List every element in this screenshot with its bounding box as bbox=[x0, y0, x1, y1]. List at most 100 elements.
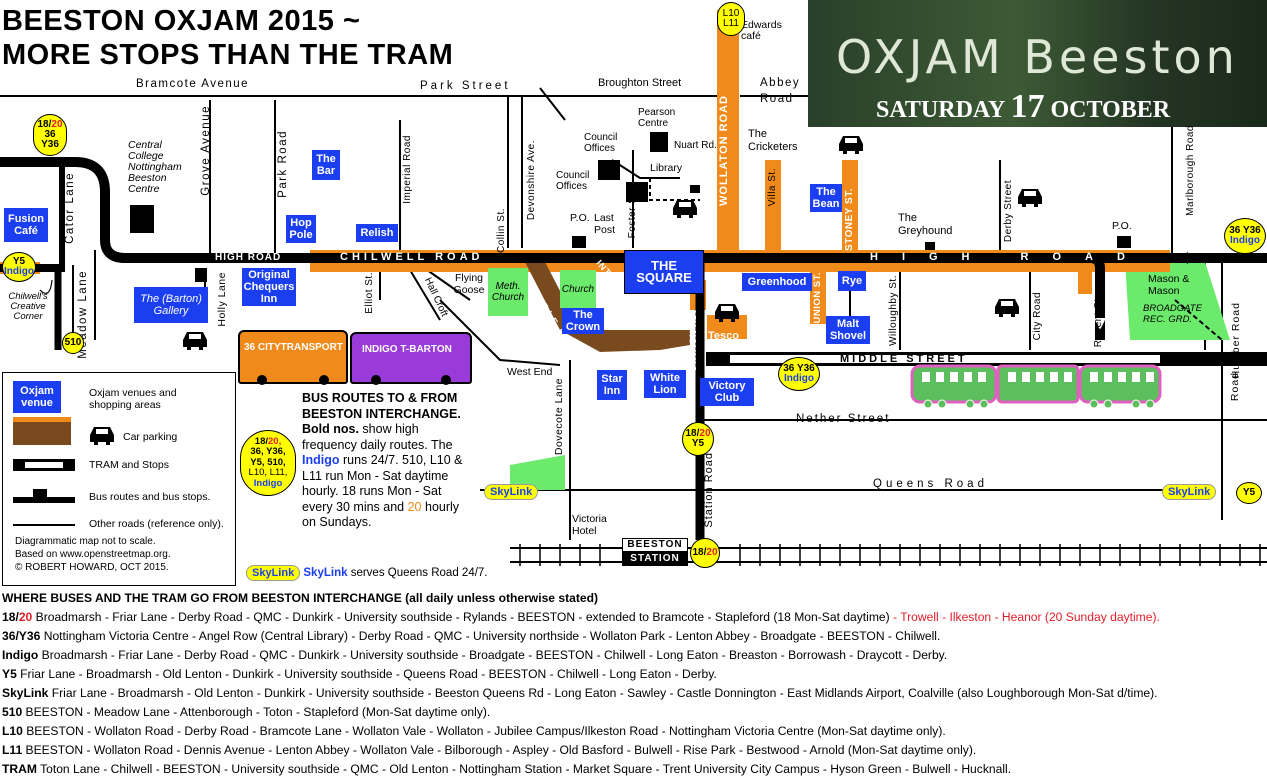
label-derby-street: Derby Street bbox=[1003, 180, 1014, 243]
bus-stop-nw[interactable]: 18/20 36 Y36 bbox=[33, 114, 67, 156]
route-row: Indigo Broadmarsh - Friar Lane - Derby R… bbox=[2, 646, 1264, 665]
legend-parking-text: Car parking bbox=[123, 431, 178, 443]
place-central-college: Central College Nottingham Beeston Centr… bbox=[128, 139, 182, 195]
route-number: SkyLink bbox=[2, 686, 49, 700]
bus-stop-510[interactable]: 510 bbox=[62, 332, 84, 354]
banner-date-month: OCTOBER bbox=[1050, 97, 1171, 123]
label-road-fragment: Road bbox=[1229, 372, 1241, 402]
info-text-2: runs 24/7. 510, L10 & L11 run Mon - Sat … bbox=[302, 453, 463, 514]
stop-station-top-line-2: Y5 bbox=[691, 438, 705, 449]
place-cricketers: The Cricketers bbox=[748, 128, 798, 153]
beeston-station: BEESTON STATION bbox=[622, 538, 688, 566]
bus-stop-l10-l11[interactable]: L10 L11 bbox=[717, 2, 745, 36]
label-station-rd: STATION RD. bbox=[688, 310, 698, 372]
bus-stop-y5-west[interactable]: Y5 Indigo bbox=[2, 252, 36, 282]
station-name-line-1: BEESTON bbox=[623, 539, 687, 551]
bus-stop-station-top[interactable]: 18/20 Y5 bbox=[682, 422, 714, 456]
venue-star-inn[interactable]: Star Inn bbox=[597, 370, 627, 400]
bus-stop-symbols bbox=[195, 185, 1131, 282]
bus-stop-east[interactable]: 36 Y36 Indigo bbox=[1224, 218, 1266, 254]
stop-mid-line-1: 36 Y36 bbox=[783, 363, 815, 374]
route-description-sunday: - Trowell - Ilkeston - Heanor (20 Sunday… bbox=[889, 610, 1160, 624]
venue-hop-pole[interactable]: Hop Pole bbox=[286, 215, 316, 243]
route-row: 510 BEESTON - Meadow Lane - Attenborough… bbox=[2, 703, 1264, 722]
venue-white-lion[interactable]: White Lion bbox=[644, 370, 686, 398]
label-holly-lane: Holly Lane bbox=[216, 272, 228, 327]
citytransport-bus-label: 36 CITYTRANSPORT bbox=[244, 342, 343, 353]
route-number: 510 bbox=[2, 705, 23, 719]
place-library: Library bbox=[650, 162, 683, 174]
route-description: Nottingham Victoria Centre - Angel Row (… bbox=[40, 629, 941, 643]
stop-mid-line-2: Indigo bbox=[784, 373, 814, 384]
label-west-end: West End bbox=[507, 366, 553, 378]
legend-note-1: Diagrammatic map not to scale. bbox=[15, 536, 156, 547]
route-number: 18/ bbox=[2, 610, 19, 624]
bus-stop-middle-street[interactable]: 36 Y36 Indigo bbox=[778, 357, 820, 391]
the-square[interactable]: THE SQUARE bbox=[624, 250, 704, 294]
badge-line-1: 18/ bbox=[254, 435, 268, 447]
route-description: Friar Lane - Broadmarsh - Old Lenton - D… bbox=[16, 667, 717, 681]
legend-bus-swatch bbox=[13, 497, 75, 503]
route-row: TRAM Toton Lane - Chilwell - BEESTON - U… bbox=[2, 760, 1264, 779]
route-description: Friar Lane - Broadmarsh - Old Lenton - D… bbox=[48, 686, 1158, 700]
label-humber-road: Humber Road bbox=[1230, 302, 1242, 379]
label-elliot-st: Elliot St. bbox=[364, 272, 375, 314]
label-dovecote-lane: Dovecote Lane bbox=[553, 378, 565, 456]
place-chilwell-creative-corner: Chilwell's Creative Corner bbox=[8, 291, 48, 322]
banner-date-day: 17 bbox=[1010, 88, 1045, 125]
badge-line-5: Indigo bbox=[253, 477, 283, 489]
label-park-road: Park Road bbox=[277, 130, 289, 198]
venue-greenhood[interactable]: Greenhood bbox=[742, 273, 812, 291]
legend-tram-swatch bbox=[13, 459, 75, 471]
stop-station-bottom-line-1b: 20 bbox=[706, 547, 718, 558]
bus-stop-station-bottom[interactable]: 18/20 bbox=[690, 538, 720, 568]
route-description: Broadmarsh - Friar Lane - Derby Road - Q… bbox=[32, 610, 890, 624]
place-mason-and-mason: Mason & Mason bbox=[1148, 273, 1190, 297]
legend-bus-stop-marker bbox=[33, 489, 47, 497]
legend-shopping-swatch bbox=[13, 417, 71, 445]
label-city-road: City Road bbox=[1032, 292, 1043, 341]
venue-original-chequers-inn[interactable]: Original Chequers Inn bbox=[242, 268, 296, 306]
route-number: 36/Y36 bbox=[2, 629, 41, 643]
banner-date: SATURDAY 17 OCTOBER bbox=[876, 88, 1170, 126]
label-park-street: Park Street bbox=[420, 80, 511, 92]
stop-nw-line-1: 18/ bbox=[37, 119, 52, 130]
car-park-icon bbox=[839, 136, 863, 154]
label-union-st: UNION ST. bbox=[812, 272, 823, 324]
route-row: L10 BEESTON - Wollaton Road - Derby Road… bbox=[2, 722, 1264, 741]
venue-the-crown[interactable]: The Crown bbox=[562, 308, 604, 334]
venue-malt-shovel[interactable]: Malt Shovel bbox=[826, 316, 870, 344]
label-collin-st: Collin St. bbox=[496, 208, 507, 254]
venue-victory-club[interactable]: Victory Club bbox=[700, 378, 754, 406]
route-row: Y5 Friar Lane - Broadmarsh - Old Lenton … bbox=[2, 665, 1264, 684]
route-row: 36/Y36 Nottingham Victoria Centre - Ange… bbox=[2, 627, 1264, 646]
route-description: Toton Lane - Chilwell - BEESTON - Univer… bbox=[36, 762, 1012, 776]
route-description: BEESTON - Wollaton Road - Derby Road - B… bbox=[22, 724, 946, 738]
venue-barton-gallery[interactable]: The (Barton) Gallery bbox=[134, 287, 208, 323]
map-legend: Oxjam venue Oxjam venues and shopping ar… bbox=[2, 372, 236, 586]
event-banner: OXJAM Beeston SATURDAY 17 OCTOBER bbox=[808, 0, 1267, 127]
label-marlborough-road: Marlborough Road bbox=[1185, 125, 1196, 216]
banner-date-prefix: SATURDAY bbox=[876, 97, 1005, 123]
stop-y5-west-line-1: Y5 bbox=[12, 256, 26, 267]
skylink-stop-west[interactable]: SkyLink bbox=[484, 484, 539, 500]
venue-the-bar[interactable]: The Bar bbox=[312, 150, 340, 180]
car-park-icon bbox=[1018, 189, 1042, 207]
indigo-bus-label: INDIGO T-BARTON bbox=[362, 344, 452, 355]
banner-title: OXJAM Beeston bbox=[836, 30, 1239, 84]
stop-nw-line-3: Y36 bbox=[41, 139, 59, 150]
venue-the-bean[interactable]: The Bean bbox=[810, 184, 842, 212]
citytransport-bus-wheels bbox=[257, 375, 329, 385]
skylink-stop-east[interactable]: SkyLink bbox=[1162, 484, 1217, 500]
venue-rye[interactable]: Rye bbox=[838, 271, 866, 291]
route-number: Indigo bbox=[2, 648, 39, 662]
car-park-icon bbox=[995, 299, 1019, 317]
venue-fusion-cafe[interactable]: Fusion Café bbox=[4, 208, 48, 242]
station-name-line-2: STATION bbox=[630, 553, 680, 564]
bus-stop-y5-east[interactable]: Y5 bbox=[1236, 482, 1262, 504]
legend-bus-text: Bus routes and bus stops. bbox=[89, 491, 211, 503]
badge-line-3: Y5, 510, bbox=[250, 456, 286, 468]
indigo-bus-wheels bbox=[371, 375, 451, 385]
venue-relish[interactable]: Relish bbox=[356, 224, 398, 242]
stop-station-top-line-1b: 20 bbox=[699, 428, 711, 439]
